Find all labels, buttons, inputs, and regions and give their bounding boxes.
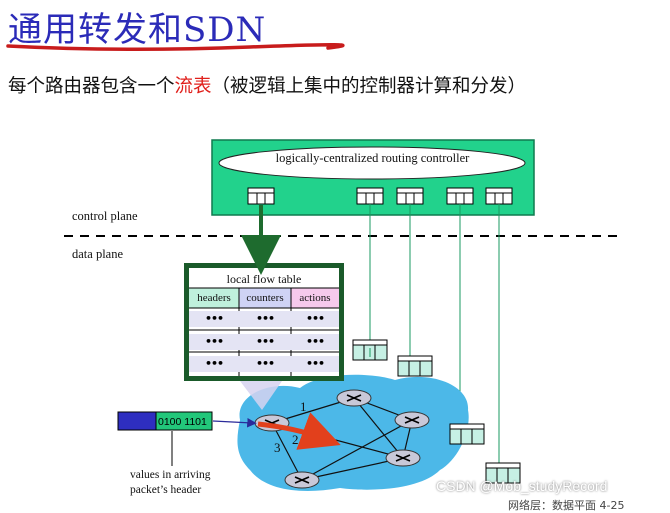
packet-caption: values in arriving packet’s header <box>130 468 210 498</box>
router-table-icons <box>352 339 521 484</box>
table-cell: ••• <box>305 312 325 325</box>
page-title: 通用转发和SDN <box>8 10 267 50</box>
controller-ellipse <box>218 146 526 180</box>
page-subtitle: 每个路由器包含一个流表（被逻辑上集中的控制器计算和分发） <box>8 72 526 98</box>
table-cell: ••• <box>255 335 275 348</box>
local-flow-table <box>184 263 344 381</box>
controller-label: logically-centralized routing controller <box>275 151 470 165</box>
column-actions: actions <box>299 292 331 304</box>
forward-arrow <box>257 412 341 450</box>
slide-footer: 网络层：数据平面 4-25 <box>508 499 625 512</box>
routers <box>254 389 430 489</box>
watermark: CSDN @Mob_studyRecord <box>436 478 608 494</box>
flow-table-title: local flow table <box>226 272 302 286</box>
table-cell: ••• <box>204 312 224 325</box>
column-counters: counters <box>246 292 284 304</box>
column-headers: headers <box>197 292 231 304</box>
table-cell: ••• <box>305 335 325 348</box>
title-underline <box>6 42 345 52</box>
controller-table-icons <box>247 187 513 205</box>
subtitle-suffix: （被逻辑上集中的控制器计算和分发） <box>211 76 527 97</box>
subtitle-prefix: 每个路由器包含一个 <box>8 76 175 97</box>
caption-line-2: packet’s header <box>130 484 202 496</box>
table-cell: ••• <box>204 335 224 348</box>
table-cell: ••• <box>255 312 275 325</box>
link-number-2: 2 <box>292 432 299 447</box>
table-cell: ••• <box>305 357 325 370</box>
table-cell: ••• <box>204 357 224 370</box>
control-plane-label: control plane <box>72 209 138 223</box>
packet <box>117 411 213 431</box>
table-cell: ••• <box>255 357 275 370</box>
link-number-3: 3 <box>274 440 281 455</box>
caption-line-1: values in arriving <box>130 469 211 481</box>
lookup-pointer <box>240 381 282 410</box>
link-number-1: 1 <box>300 399 307 414</box>
packet-arrow <box>212 417 257 428</box>
packet-header-value: 0100 1101 <box>158 416 207 428</box>
data-plane-label: data plane <box>72 247 124 261</box>
subtitle-highlight: 流表 <box>174 76 212 97</box>
